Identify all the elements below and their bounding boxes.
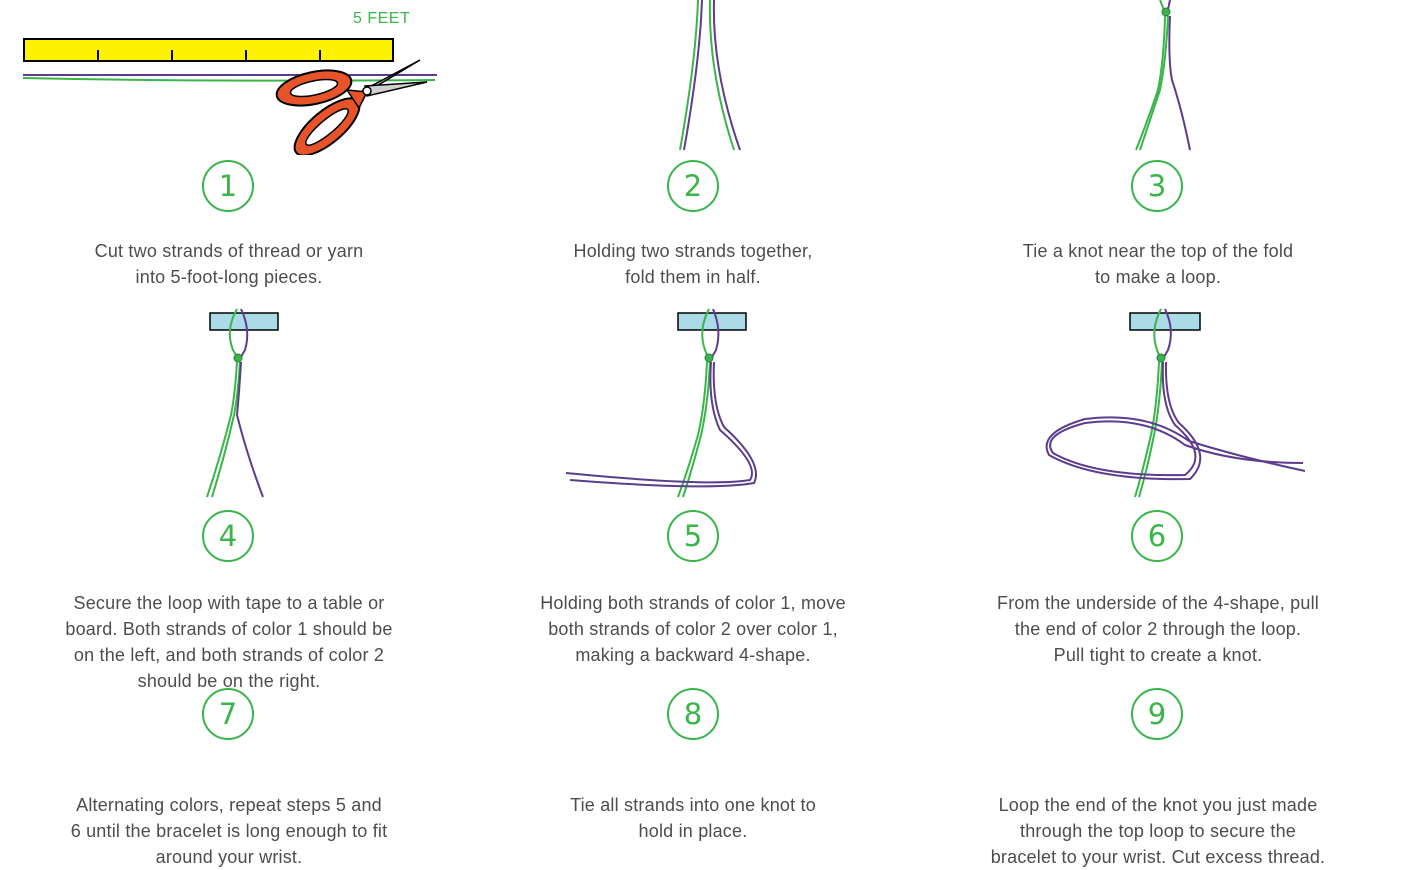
step-number-badge-8: 8 (667, 688, 719, 740)
step-number-badge-1: 1 (202, 160, 254, 212)
step-5-instructions: Holding both strands of color 1, move bo… (473, 590, 913, 668)
step-3-line-1: Tie a knot near the top of the fold (938, 238, 1378, 264)
step-5-line-1: Holding both strands of color 1, move (473, 590, 913, 616)
step-9-line-1: Loop the end of the knot you just made (938, 792, 1378, 818)
step-4-line-4: should be on the right. (9, 668, 449, 694)
step-8-line-1: Tie all strands into one knot to (473, 792, 913, 818)
step-7-line-3: around your wrist. (9, 844, 449, 870)
step-number-badge-5: 5 (667, 510, 719, 562)
step-7-line-2: 6 until the bracelet is long enough to f… (9, 818, 449, 844)
step-number-badge-6: 6 (1131, 510, 1183, 562)
step-9-line-3: bracelet to your wrist. Cut excess threa… (938, 844, 1378, 870)
scissors-and-ruler-illustration (15, 30, 445, 155)
step-4-line-1: Secure the loop with tape to a table or (9, 590, 449, 616)
step-6-line-3: Pull tight to create a knot. (938, 642, 1378, 668)
step-number-badge-2: 2 (667, 160, 719, 212)
step-6-instructions: From the underside of the 4-shape, pull … (938, 590, 1378, 668)
step-5-line-2: both strands of color 2 over color 1, (473, 616, 913, 642)
step-7-line-1: Alternating colors, repeat steps 5 and (9, 792, 449, 818)
step-4-line-2: board. Both strands of color 1 should be (9, 616, 449, 642)
step-1-instructions: Cut two strands of thread or yarn into 5… (9, 238, 449, 290)
step-9-line-2: through the top loop to secure the (938, 818, 1378, 844)
step-7-instructions: Alternating colors, repeat steps 5 and 6… (9, 792, 449, 870)
step-2-line-2: fold them in half. (473, 264, 913, 290)
step-3-instructions: Tie a knot near the top of the fold to m… (938, 238, 1378, 290)
step-number-badge-3: 3 (1131, 160, 1183, 212)
ruler-length-label: 5 FEET (353, 10, 410, 28)
step-9-instructions: Loop the end of the knot you just made t… (938, 792, 1378, 870)
step-number-badge-4: 4 (202, 510, 254, 562)
step-4-instructions: Secure the loop with tape to a table or … (9, 590, 449, 694)
step-8-line-2: hold in place. (473, 818, 913, 844)
knotted-loop-illustration (1120, 0, 1210, 152)
step-number-badge-7: 7 (202, 688, 254, 740)
step-6-line-1: From the underside of the 4-shape, pull (938, 590, 1378, 616)
step-3-line-2: to make a loop. (938, 264, 1378, 290)
step-1-line-1: Cut two strands of thread or yarn (9, 238, 449, 264)
step-number-badge-9: 9 (1131, 688, 1183, 740)
step-6-line-2: the end of color 2 through the loop. (938, 616, 1378, 642)
step-1-line-2: into 5-foot-long pieces. (9, 264, 449, 290)
step-2-line-1: Holding two strands together, (473, 238, 913, 264)
pull-through-illustration (1035, 305, 1310, 500)
folded-strands-illustration (660, 0, 750, 152)
taped-loop-illustration (195, 305, 295, 500)
step-2-instructions: Holding two strands together, fold them … (473, 238, 913, 290)
four-shape-illustration (560, 305, 770, 500)
step-4-line-3: on the left, and both strands of color 2 (9, 642, 449, 668)
step-5-line-3: making a backward 4-shape. (473, 642, 913, 668)
step-8-instructions: Tie all strands into one knot to hold in… (473, 792, 913, 844)
